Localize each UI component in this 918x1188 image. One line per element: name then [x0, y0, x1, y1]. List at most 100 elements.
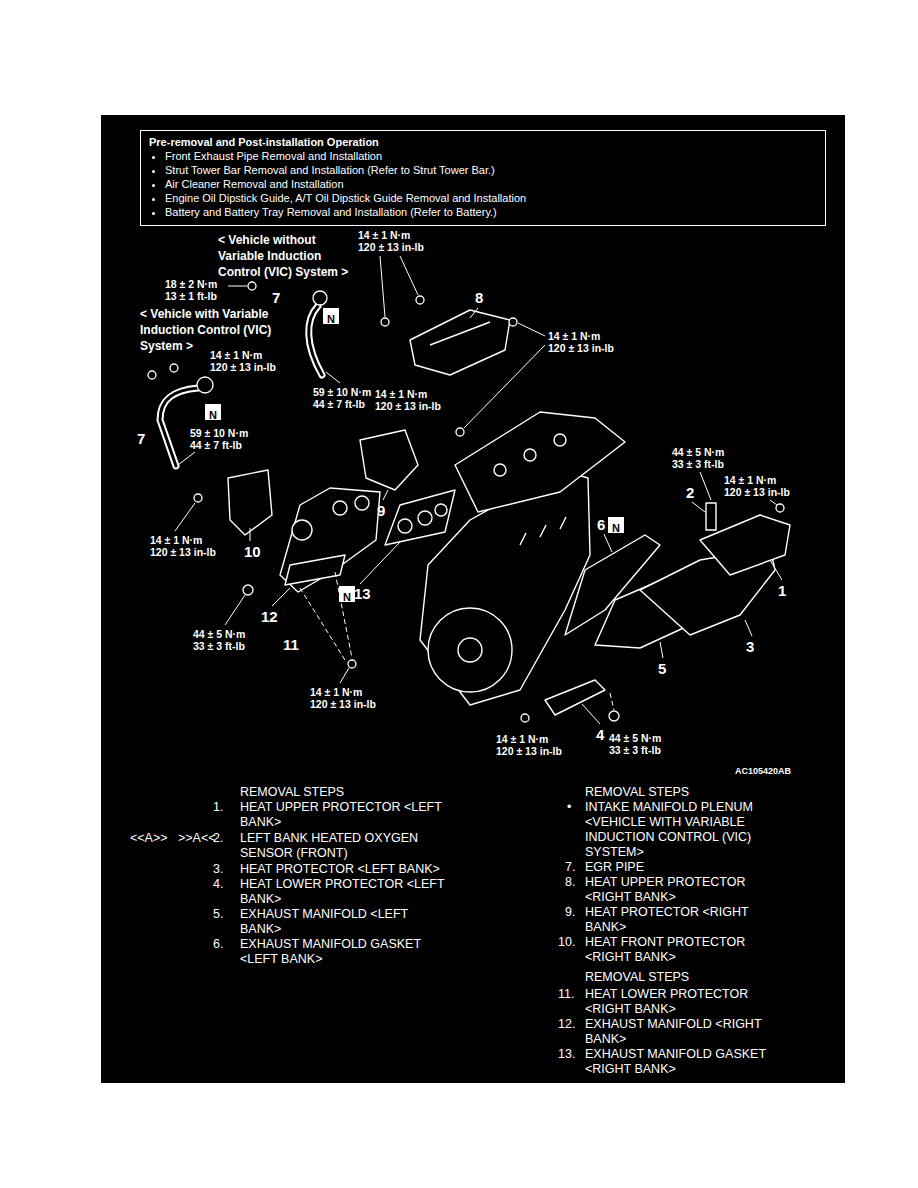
section-heading: REMOVAL STEPS: [240, 785, 344, 800]
crank-pulley: [428, 608, 512, 692]
mark-letter: N: [324, 312, 338, 326]
step-number: 5.: [213, 907, 223, 922]
torque-metric: 14 ± 1 N·m: [496, 733, 548, 745]
torque-imperial: 33 ± 3 ft-lb: [672, 458, 724, 470]
bolt: [776, 504, 784, 512]
step-text: HEAT FRONT PROTECTOR <RIGHT BANK>: [585, 935, 790, 965]
new-part-mark: N: [323, 308, 339, 324]
leader: [250, 528, 251, 541]
crank-pulley-hub: [458, 638, 482, 662]
left-bank-parts: [545, 503, 790, 715]
egr-pipe-bore: [309, 306, 322, 375]
variant-note: < Vehicle with Variable Induction Contro…: [140, 306, 275, 354]
leader: [582, 704, 600, 724]
leader: [770, 560, 782, 580]
dashed-guide: [610, 693, 614, 710]
torque-metric: 14 ± 1 N·m: [150, 534, 202, 546]
bullet-item: Engine Oil Dipstick Guide, A/T Oil Dipst…: [165, 191, 817, 205]
new-part-mark: N: [205, 404, 221, 420]
bolt: [509, 318, 517, 326]
flanges-and-bolts: [148, 282, 784, 722]
step-number: 9.: [565, 905, 575, 920]
box-heading: Pre-removal and Post-installation Operat…: [149, 135, 817, 149]
lower-protector-right: [285, 555, 345, 585]
leader: [604, 534, 612, 552]
bullet-item: Battery and Battery Tray Removal and Ins…: [165, 205, 817, 219]
pipe-flange: [313, 291, 327, 305]
torque-metric: 14 ± 1 N·m: [548, 330, 600, 342]
lower-protector-left: [545, 680, 605, 715]
head-hole: [554, 434, 566, 446]
step-number: 7.: [565, 860, 575, 875]
leader: [470, 308, 478, 318]
callout-number: 7: [137, 431, 145, 447]
leader: [400, 256, 418, 295]
leader: [175, 503, 195, 531]
mark-letter: N: [206, 408, 220, 422]
torque-metric: 44 ± 5 N·m: [609, 732, 661, 744]
torque-metric: 44 ± 5 N·m: [193, 628, 245, 640]
leader: [518, 323, 545, 336]
bullet-item: Air Cleaner Removal and Installation: [165, 177, 817, 191]
bolt: [248, 282, 256, 290]
leader: [700, 472, 711, 500]
torque-imperial: 120 ± 13 in-lb: [496, 745, 562, 757]
leader: [326, 372, 340, 383]
gasket-port: [398, 519, 412, 533]
bullet-item: Front Exhaust Pipe Removal and Installat…: [165, 149, 817, 163]
step-text: EXHAUST MANIFOLD GASKET <RIGHT BANK>: [585, 1047, 790, 1077]
leader: [692, 502, 705, 512]
callout-number: 7: [272, 290, 280, 306]
step-text: EGR PIPE: [585, 860, 790, 875]
leader: [360, 542, 400, 584]
right-bank-parts: [228, 310, 510, 592]
torque-metric: 59 ± 10 N·m: [190, 427, 248, 439]
torque-imperial: 120 ± 13 in-lb: [724, 486, 790, 498]
panel-ground: [101, 115, 845, 1083]
pipe-flange: [197, 377, 213, 393]
gasket-port: [418, 511, 432, 525]
torque-imperial: 120 ± 13 in-lb: [375, 400, 441, 412]
step-number: 1.: [213, 800, 223, 815]
step-number: 8.: [565, 875, 575, 890]
egr-pipe: [309, 306, 322, 375]
bolt: [521, 714, 529, 722]
step-text: INTAKE MANIFOLD PLENUM <VEHICLE WITH VAR…: [585, 800, 790, 860]
torque-metric: 14 ± 1 N·m: [724, 474, 776, 486]
manifold-port: [355, 496, 369, 510]
leader: [228, 286, 247, 287]
nut: [243, 585, 253, 595]
callout-number: 10: [244, 544, 261, 560]
callout-number: 4: [596, 727, 604, 743]
cylinder-head: [455, 412, 625, 512]
step-number: 4.: [213, 877, 223, 892]
bolt: [148, 371, 156, 379]
manifold-outlet: [292, 520, 312, 540]
step-text: HEAT PROTECTOR <LEFT BANK>: [240, 862, 445, 877]
step-number: 12.: [558, 1017, 575, 1032]
leader: [225, 595, 245, 625]
step-text: EXHAUST MANIFOLD <RIGHT BANK>: [585, 1017, 790, 1047]
torque-metric: 14 ± 1 N·m: [375, 388, 427, 400]
callout-number: 3: [746, 639, 754, 655]
step-text: HEAT PROTECTOR <RIGHT BANK>: [585, 905, 790, 935]
leader: [178, 452, 195, 465]
engine-drawing: [420, 412, 625, 705]
manifold-right: [280, 488, 380, 592]
new-part-mark: N: [608, 517, 624, 533]
bullet-item: Strut Tower Bar Removal and Installation…: [165, 163, 817, 177]
step-text: LEFT BANK HEATED OXYGEN SENSOR (FRONT): [240, 831, 445, 861]
step-number: 11.: [558, 987, 574, 1002]
section-heading: REMOVAL STEPS: [585, 970, 689, 985]
bolt: [416, 296, 424, 304]
step-number: 6.: [213, 937, 223, 952]
bolt: [348, 660, 356, 668]
torque-metric: 44 ± 5 N·m: [672, 446, 724, 458]
leader: [660, 642, 663, 658]
step-bullet: •: [567, 800, 571, 815]
torque-imperial: 120 ± 13 in-lb: [310, 698, 376, 710]
oxygen-sensor: [706, 503, 716, 530]
step-text: HEAT UPPER PROTECTOR <LEFT BANK>: [240, 800, 445, 830]
callout-number: 1: [778, 583, 786, 599]
